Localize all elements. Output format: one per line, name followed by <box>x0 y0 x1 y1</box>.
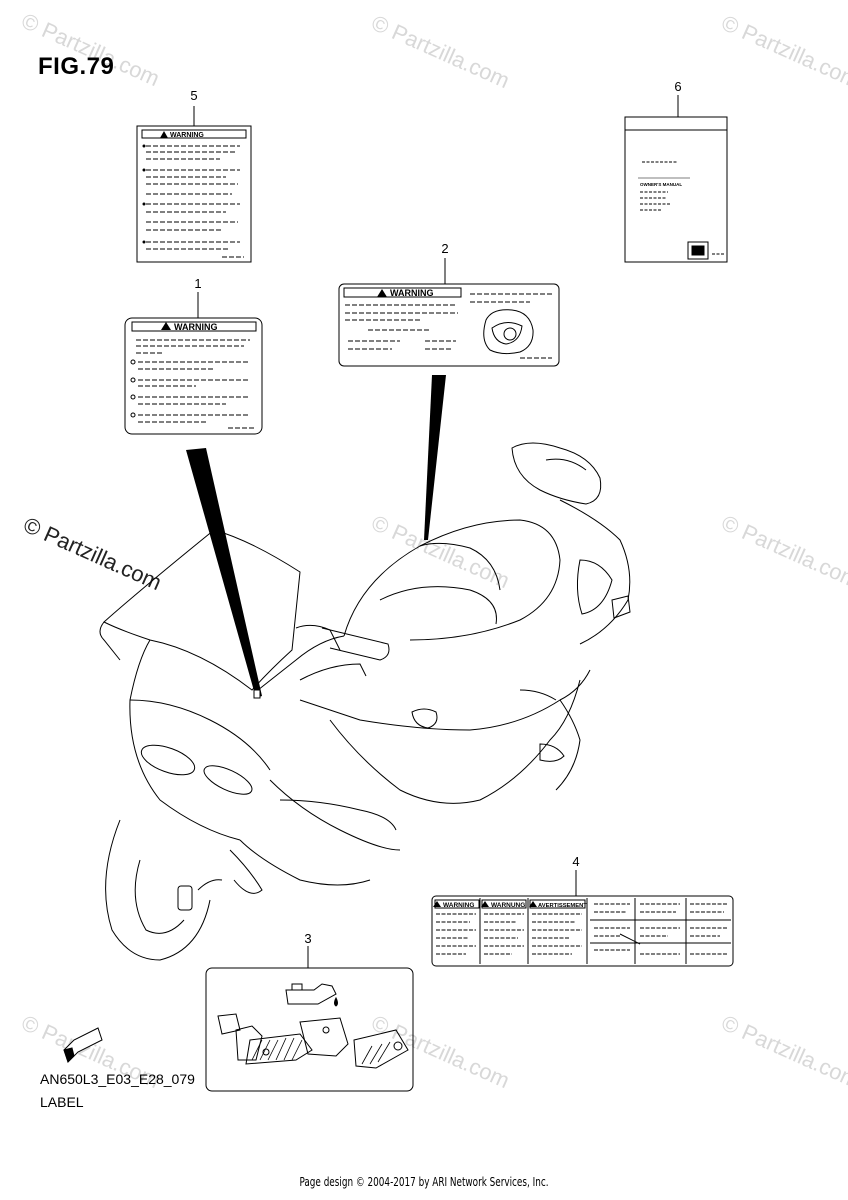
callout-1: 1 <box>194 276 202 291</box>
label-4-avertissement: AVERTISSEMENT <box>538 903 587 909</box>
pointer-2 <box>424 375 446 540</box>
callout-3: 3 <box>304 931 312 946</box>
figure-title: FIG.79 <box>38 53 115 80</box>
section-name: LABEL <box>40 1094 84 1110</box>
callout-6: 6 <box>674 79 682 94</box>
fwd-arrow <box>63 1027 103 1063</box>
callout-5: 5 <box>190 88 198 103</box>
label-5-warning: WARNING <box>170 132 204 139</box>
callout-4: 4 <box>572 854 580 869</box>
label-3 <box>205 946 414 1092</box>
label-4 <box>431 870 734 967</box>
label-2 <box>338 258 560 367</box>
label-6-manual: OWNER'S MANUAL <box>640 182 682 187</box>
label-5 <box>136 106 252 263</box>
pointer-1 <box>186 448 262 698</box>
label-4-warnung: WARNUNG <box>491 902 525 909</box>
label-2-warning: WARNING <box>390 288 434 298</box>
copyright-notice: Page design © 2004-2017 by ARI Network S… <box>299 1175 549 1189</box>
model-code: AN650L3_E03_E28_079 <box>40 1071 195 1087</box>
scooter-outline <box>99 442 631 961</box>
label-6 <box>624 95 728 263</box>
label-4-warning: WARNING <box>443 902 474 909</box>
label-1 <box>124 292 263 435</box>
label-1-warning: WARNING <box>174 322 218 332</box>
callout-2: 2 <box>441 241 449 256</box>
